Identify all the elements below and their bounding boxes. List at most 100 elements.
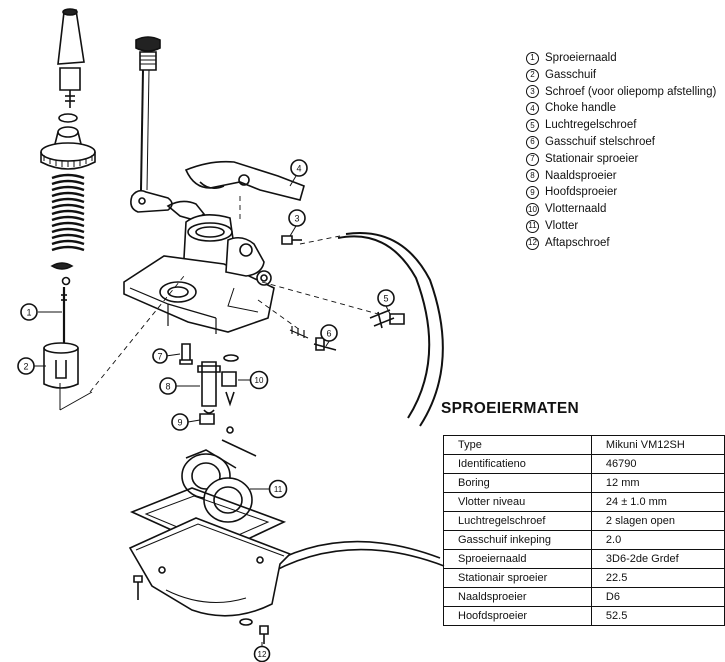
drain-screw [239, 618, 269, 644]
throttle-spring [51, 173, 85, 252]
air-screw-parts [369, 309, 405, 329]
spec-value: 2 slagen open [590, 511, 725, 531]
legend-item: 5 Luchtregelschroef [526, 117, 725, 134]
carburetor-body [123, 214, 275, 334]
callout-10: 10 [249, 370, 269, 390]
spec-key: Hoofdsproeier [443, 606, 592, 626]
callout-label: 4 [296, 164, 301, 174]
spec-key: Luchtregelschroef [443, 511, 592, 531]
legend-item: 4 Choke handle [526, 100, 725, 117]
legend-label: Vlotternaald [545, 203, 607, 216]
legend-number: 2 [526, 68, 539, 82]
legend-number: 6 [526, 135, 539, 149]
legend-number: 7 [526, 152, 539, 166]
callout-2: 2 [17, 357, 35, 375]
legend-label: Aftapschroef [545, 236, 610, 249]
spec-key: Vlotter niveau [443, 492, 592, 512]
spec-value: D6 [590, 587, 725, 607]
legend-number: 3 [526, 85, 539, 99]
spec-key: Sproeiernaald [443, 549, 592, 569]
spec-key: Gasschuif inkeping [443, 530, 592, 550]
legend-item: 9 Hoofdsproeier [526, 184, 725, 201]
legend-number: 1 [526, 51, 539, 65]
legend-label: Hoofdsproeier [545, 186, 618, 199]
legend-item: 11 Vlotter [526, 218, 725, 235]
callout-label: 9 [177, 418, 182, 428]
spec-title: SPROEIERMATEN [441, 400, 579, 417]
legend-item: 8 Naaldsproeier [526, 168, 725, 185]
float-bowl [128, 517, 292, 617]
fuel-tube [259, 232, 445, 579]
bowl-screw [133, 575, 143, 600]
spec-value: 3D6-2de Grdef [590, 549, 725, 569]
legend-number: 8 [526, 169, 539, 183]
spec-value: 52.5 [590, 606, 725, 626]
spec-key: Stationair sproeier [443, 568, 592, 588]
callout-4: 4 [290, 159, 308, 177]
callout-12: 12 [253, 645, 271, 662]
callout-5: 5 [377, 289, 395, 307]
spec-value: 22.5 [590, 568, 725, 588]
legend-number: 12 [526, 236, 539, 250]
callout-9: 9 [171, 413, 189, 431]
jet-needle [61, 287, 67, 345]
legend-label: Gasschuif [545, 68, 597, 81]
callout-label: 6 [326, 329, 331, 339]
callout-label: 12 [258, 650, 267, 659]
callout-7: 7 [152, 348, 168, 364]
legend-item: 12 Aftapschroef [526, 235, 725, 252]
needle-jet [197, 361, 221, 414]
legend-number: 4 [526, 102, 539, 116]
pilot-jet [179, 343, 193, 365]
spec-value: Mikuni VM12SH [590, 435, 725, 455]
legend-number: 10 [526, 203, 539, 217]
legend-item: 3 Schroef (voor oliepomp afstelling) [526, 84, 725, 101]
throttle-cap-assembly [40, 8, 96, 170]
legend-label: Naaldsproeier [545, 169, 617, 182]
legend-label: Stationair sproeier [545, 152, 639, 165]
spec-value: 12 mm [590, 473, 725, 493]
callout-label: 10 [255, 376, 264, 385]
callout-1: 1 [20, 303, 38, 321]
callout-11: 11 [268, 479, 288, 499]
callout-label: 3 [294, 214, 299, 224]
callout-label: 7 [157, 352, 162, 362]
legend-number: 5 [526, 119, 539, 133]
callout-8: 8 [159, 377, 177, 395]
legend-label: Schroef (voor oliepomp afstelling) [545, 85, 717, 98]
float [181, 449, 253, 523]
callout-3: 3 [288, 209, 306, 227]
callout-leaders [34, 175, 391, 648]
callout-label: 2 [23, 362, 28, 372]
legend-item: 2 Gasschuif [526, 67, 725, 84]
callout-6: 6 [320, 324, 338, 342]
legend-number: 11 [526, 219, 539, 233]
throttle-slide [43, 342, 93, 411]
legend-number: 9 [526, 186, 539, 200]
legend-item: 7 Stationair sproeier [526, 151, 725, 168]
callout-label: 1 [26, 308, 31, 318]
spec-value: 46790 [590, 454, 725, 474]
spec-value: 2.0 [590, 530, 725, 550]
needle-clip [50, 262, 74, 286]
idle-screw-parts [289, 326, 337, 351]
legend-label: Choke handle [545, 102, 616, 115]
legend-label: Vlotter [545, 219, 579, 232]
callout-label: 8 [165, 382, 170, 392]
spec-key: Identificatieno [443, 454, 592, 474]
choke-lever [166, 160, 305, 221]
callout-label: 11 [274, 485, 283, 494]
legend-label: Luchtregelschroef [545, 119, 637, 132]
